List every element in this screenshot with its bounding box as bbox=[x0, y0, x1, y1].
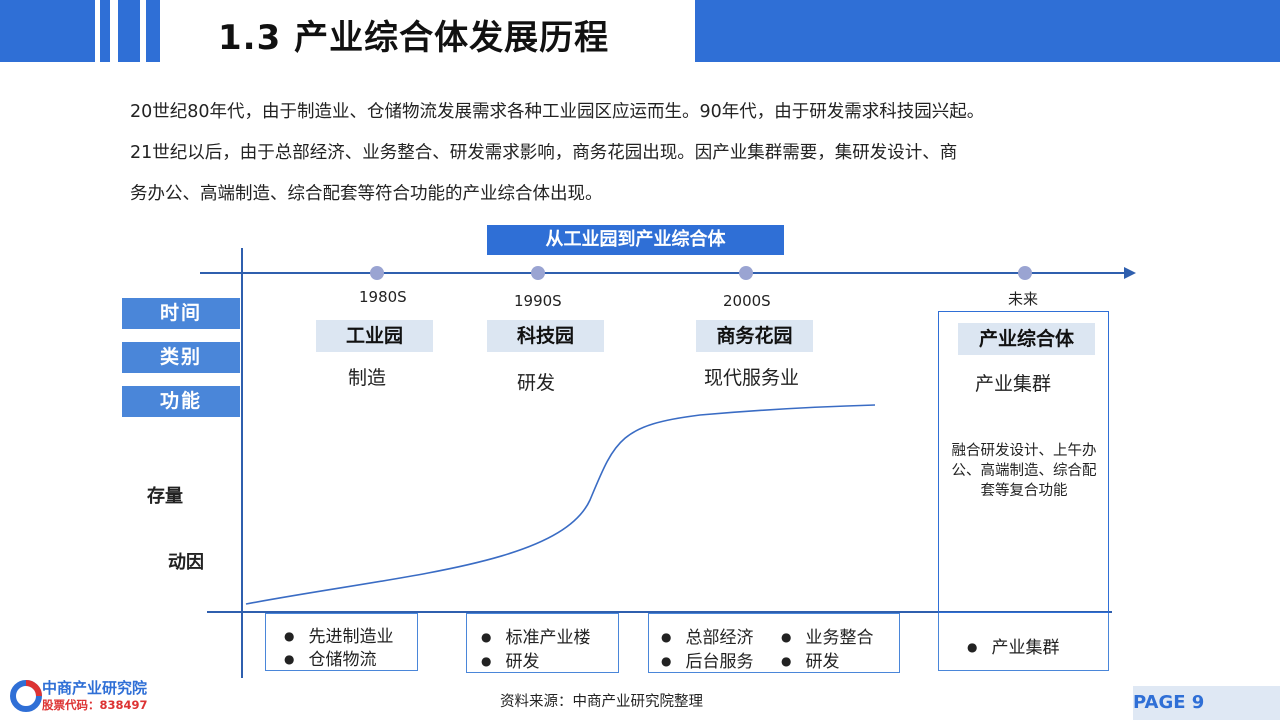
intro-line: 21世纪以后，由于总部经济、业务整合、研发需求影响，商务花园出现。因产业集群需要… bbox=[130, 143, 958, 163]
stage-year: 1990S bbox=[514, 292, 562, 310]
bullet-icon: ● bbox=[284, 652, 295, 666]
timeline-dot bbox=[739, 266, 753, 280]
row-label-time: 时间 bbox=[122, 298, 240, 329]
y-label-driver: 动因 bbox=[168, 552, 204, 573]
driver-box: ● 先进制造业 ● 仓储物流 bbox=[265, 613, 418, 671]
company-logo-icon bbox=[10, 680, 42, 712]
bullet-icon: ● bbox=[781, 654, 792, 668]
timeline-dot bbox=[370, 266, 384, 280]
stage-category: 科技园 bbox=[487, 320, 604, 352]
stage-function: 产业集群 bbox=[975, 373, 1052, 395]
timeline-dot bbox=[531, 266, 545, 280]
horizontal-axis bbox=[207, 611, 1112, 613]
bullet-icon: ● bbox=[661, 630, 672, 644]
stage-year: 未来 bbox=[1008, 290, 1039, 308]
intro-paragraph: 20世纪80年代，由于制造业、仓储物流发展需求各种工业园区应运而生。90年代，由… bbox=[130, 92, 1180, 215]
stage-category: 产业综合体 bbox=[958, 323, 1095, 355]
driver-item: ● 标准产业楼 bbox=[481, 623, 590, 648]
stage-function: 研发 bbox=[517, 372, 556, 394]
stage-category: 商务花园 bbox=[696, 320, 813, 352]
bullet-icon: ● bbox=[661, 654, 672, 668]
driver-item: ● 产业集群 bbox=[967, 633, 1059, 658]
driver-item: ● 研发 bbox=[781, 647, 839, 672]
header-stripe bbox=[100, 0, 110, 62]
future-stage-frame bbox=[938, 311, 1109, 613]
driver-box: ● 标准产业楼 ● 研发 bbox=[466, 613, 619, 673]
page-title: 1.3 产业综合体发展历程 bbox=[218, 18, 610, 58]
page-number: PAGE 9 bbox=[1133, 692, 1205, 713]
driver-label: 产业集群 bbox=[991, 638, 1060, 658]
growth-curve-line bbox=[245, 404, 876, 605]
driver-box: ● 总部经济 ● 业务整合 ● 后台服务 ● 研发 bbox=[648, 613, 900, 673]
driver-item: ● 先进制造业 bbox=[284, 622, 393, 647]
y-label-stock: 存量 bbox=[147, 486, 183, 507]
header-block-right bbox=[695, 0, 1280, 62]
logo-stock-code: 股票代码：838497 bbox=[42, 698, 148, 712]
bullet-icon: ● bbox=[481, 630, 492, 644]
logo-name: 中商产业研究院 bbox=[42, 679, 148, 697]
driver-label: 后台服务 bbox=[685, 652, 754, 672]
future-description: 融合研发设计、上午办公、高端制造、综合配套等复合功能 bbox=[951, 443, 1097, 499]
row-label-function: 功能 bbox=[122, 386, 240, 417]
driver-label: 业务整合 bbox=[805, 628, 874, 648]
stage-function: 制造 bbox=[348, 367, 387, 389]
diagram-banner: 从工业园到产业综合体 bbox=[487, 225, 784, 255]
intro-line: 20世纪80年代，由于制造业、仓储物流发展需求各种工业园区应运而生。90年代，由… bbox=[130, 102, 985, 122]
driver-item: ● 研发 bbox=[481, 647, 539, 672]
bullet-icon: ● bbox=[481, 654, 492, 668]
driver-item: ● 后台服务 bbox=[661, 647, 753, 672]
vertical-axis bbox=[241, 248, 243, 678]
driver-item: ● 总部经济 bbox=[661, 623, 753, 648]
driver-label: 研发 bbox=[505, 652, 540, 672]
driver-box: ● 产业集群 bbox=[938, 613, 1109, 671]
bullet-icon: ● bbox=[781, 630, 792, 644]
bullet-icon: ● bbox=[967, 640, 978, 654]
stage-year: 1980S bbox=[359, 288, 407, 306]
driver-label: 先进制造业 bbox=[308, 627, 394, 647]
row-label-category: 类别 bbox=[122, 342, 240, 373]
stage-category: 工业园 bbox=[316, 320, 433, 352]
header-stripe bbox=[146, 0, 160, 62]
header-stripe bbox=[118, 0, 140, 62]
driver-label: 研发 bbox=[805, 652, 840, 672]
stage-year: 2000S bbox=[723, 292, 771, 310]
header-block-left bbox=[0, 0, 95, 62]
page-number-bar bbox=[1133, 686, 1280, 720]
driver-item: ● 仓储物流 bbox=[284, 645, 376, 670]
timeline-axis bbox=[200, 272, 1125, 274]
bullet-icon: ● bbox=[284, 629, 295, 643]
driver-label: 标准产业楼 bbox=[505, 628, 591, 648]
driver-item: ● 业务整合 bbox=[781, 623, 873, 648]
stage-function: 现代服务业 bbox=[704, 367, 800, 389]
driver-label: 仓储物流 bbox=[308, 650, 377, 670]
timeline-arrow-icon bbox=[1124, 267, 1136, 279]
source-note: 资料来源：中商产业研究院整理 bbox=[500, 694, 703, 710]
timeline-dot bbox=[1018, 266, 1032, 280]
intro-line: 务办公、高端制造、综合配套等符合功能的产业综合体出现。 bbox=[130, 184, 603, 204]
driver-label: 总部经济 bbox=[685, 628, 754, 648]
